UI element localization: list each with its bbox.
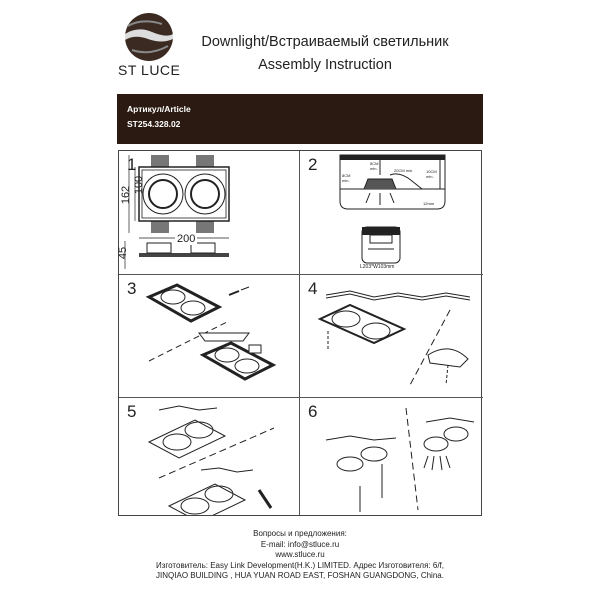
- footer-website: www.stluce.ru: [275, 550, 325, 559]
- step-number: 4: [308, 279, 318, 298]
- step-3: 3: [119, 275, 300, 398]
- dim-height-outer: 162: [120, 185, 133, 205]
- step-4: 4: [300, 275, 483, 398]
- st-luce-logo: [125, 13, 173, 61]
- step-2: 2 8CM min. 8CM min. 20CM min. 10CM min. …: [300, 151, 483, 275]
- label-top-clearance: 8CM min.: [370, 161, 379, 171]
- label-cable-clearance: 20CM min.: [394, 168, 414, 173]
- instruction-grid: 1 162 100 200 45 2: [117, 150, 483, 516]
- step-number: 3: [127, 279, 137, 298]
- step-number: 6: [308, 402, 318, 421]
- step-number: 2: [308, 155, 318, 174]
- step-3-illustration: [145, 283, 277, 381]
- step-6-illustration: [325, 407, 475, 512]
- step-1: 1 162 100 200 45: [117, 151, 300, 275]
- brand-name: ST LUCE: [118, 62, 181, 78]
- step-5-illustration: [147, 405, 275, 515]
- footer-address: JINQIAO BUILDING , HUA YUAN ROAD EAST, F…: [156, 571, 444, 580]
- step-number: 5: [127, 402, 137, 421]
- footer-questions: Вопросы и предложения:: [253, 529, 347, 538]
- article-label: Артикул/Article: [127, 104, 191, 114]
- label-side-clearance: 8CM min.: [342, 173, 351, 183]
- step-1-illustration: [124, 155, 230, 269]
- step-6: 6: [300, 398, 483, 515]
- footer-email: E-mail: info@stluce.ru: [260, 539, 340, 549]
- dim-height-inner: 100: [133, 175, 146, 195]
- label-gap: 12mm: [423, 201, 435, 206]
- footer-manufacturer: Изготовитель: Easy Link Development(H.K.…: [156, 560, 444, 570]
- cutout-size: L203*W103mm: [360, 264, 395, 270]
- article-band: Артикул/Article ST254.328.02: [117, 94, 483, 144]
- article-code: ST254.328.02: [127, 119, 181, 129]
- step-4-illustration: [317, 290, 471, 386]
- dim-width: 200: [175, 233, 198, 245]
- label-right-clearance: 10CM min.: [426, 169, 437, 179]
- step-number: 1: [127, 155, 137, 174]
- step-5: 5: [119, 398, 300, 515]
- footer: Вопросы и предложения: E-mail: info@stlu…: [100, 529, 500, 582]
- step-2-illustration: [339, 154, 446, 264]
- document-subtitle: Assembly Instruction: [258, 57, 392, 73]
- dim-depth: 45: [117, 246, 130, 260]
- document-title: Downlight/Встраиваемый светильник: [201, 34, 449, 50]
